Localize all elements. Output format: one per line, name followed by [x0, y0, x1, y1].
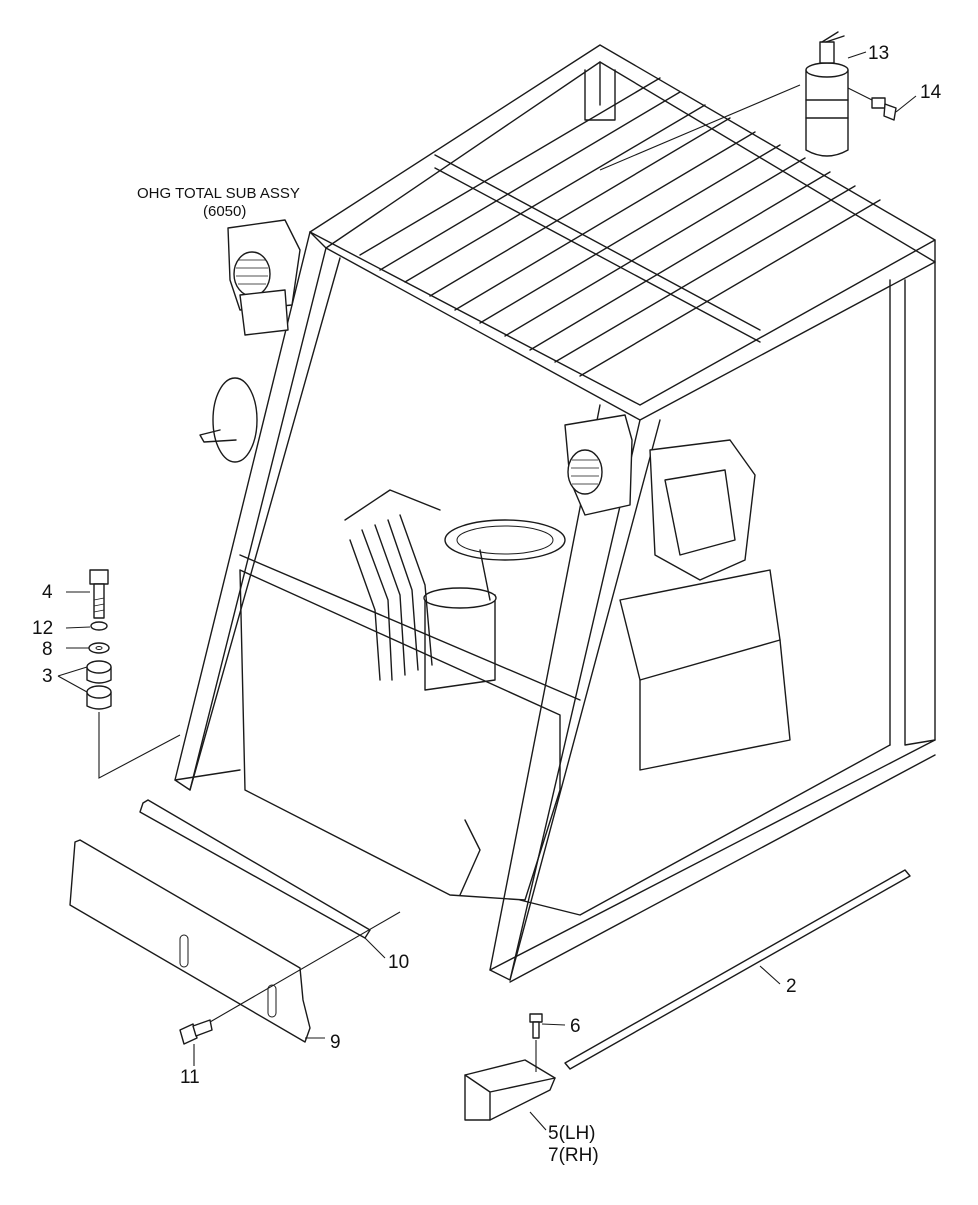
assembly-code: (6050): [203, 203, 247, 220]
leader-11: [209, 911, 401, 1023]
seal-strip-10: [139, 799, 371, 939]
bracket-bolt-14: [847, 87, 897, 121]
work-light-right: [564, 414, 633, 516]
callout-13: 13: [868, 43, 890, 64]
operator-seat: [619, 439, 791, 771]
front-panel: [239, 554, 581, 901]
screw-6: [529, 1013, 543, 1039]
callout-4: 4: [42, 582, 53, 603]
control-levers: [344, 489, 441, 681]
callout-5-lh: 5(LH): [548, 1123, 596, 1144]
leader-mount-line: [98, 712, 181, 779]
assembly-title: OHG TOTAL SUB ASSY: [137, 185, 300, 202]
cover-plate-9: [69, 839, 311, 1043]
steering-wheel: [423, 519, 566, 691]
work-light-left: [227, 219, 301, 336]
rubber-cushion-3: [86, 660, 112, 710]
callout-7-rh: 7(RH): [548, 1145, 599, 1166]
rear-view-mirror: [199, 377, 258, 463]
callout-11: 11: [180, 1067, 200, 1088]
callout-9: 9: [330, 1032, 341, 1053]
callout-8: 8: [42, 639, 53, 660]
bolt-11: [179, 1019, 213, 1045]
callout-3: 3: [42, 666, 53, 687]
callout-6: 6: [570, 1016, 581, 1037]
washer-8: [88, 642, 110, 654]
bolt-4: [89, 569, 109, 619]
callout-2: 2: [786, 976, 797, 997]
overhead-guard-frame: [174, 44, 936, 983]
callout-10: 10: [388, 952, 410, 973]
rubber-strip-2: [564, 869, 911, 1070]
step-5-7: [464, 1059, 556, 1121]
callout-14: 14: [920, 82, 942, 103]
callout-leaders: [57, 51, 917, 1131]
fire-extinguisher: [805, 31, 849, 157]
callout-12: 12: [32, 618, 54, 639]
spring-washer-12: [90, 621, 108, 631]
leader-13-frame: [599, 84, 801, 171]
